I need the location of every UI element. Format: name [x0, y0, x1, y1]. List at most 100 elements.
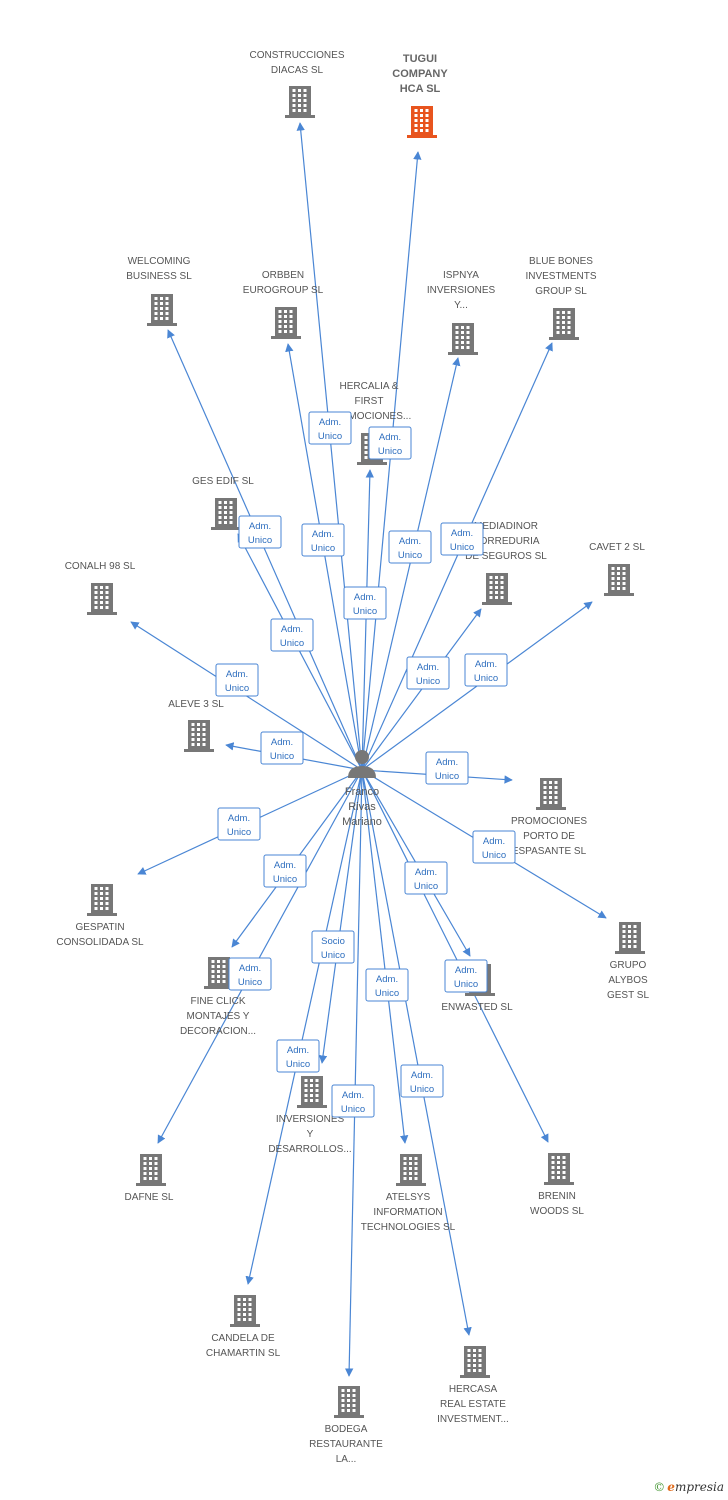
edge-construcciones	[296, 122, 363, 771]
relation-label-mediadinor: Adm. Unico	[406, 656, 450, 690]
relation-text: Adm.	[342, 1090, 364, 1101]
center-person[interactable]: Franco Rivas Mariano	[342, 750, 382, 828]
person-name-line-2: Rivas	[348, 801, 376, 813]
company-name-line: ALYBOS	[608, 975, 648, 986]
relation-text: Adm.	[281, 624, 303, 635]
company-name-line: INVESTMENTS	[525, 271, 596, 282]
relation-text: Adm.	[274, 860, 296, 871]
company-name-line: INVERSIONES	[427, 285, 496, 296]
company-name-line: HERCASA	[449, 1384, 498, 1395]
building-icon	[87, 884, 117, 916]
relation-text: Adm.	[417, 662, 439, 673]
building-icon	[271, 307, 301, 339]
relation-label-bodega: Adm.Unico	[331, 1084, 375, 1118]
company-name-line: EUROGROUP SL	[243, 285, 324, 296]
company-name-line: DAFNE SL	[125, 1192, 174, 1203]
relation-text: Unico	[450, 542, 474, 553]
company-node-cavet[interactable]: CAVET 2 SL	[589, 542, 645, 596]
company-node-bodega[interactable]: BODEGARESTAURANTELA...	[309, 1386, 383, 1465]
relation-text: Unico	[227, 827, 251, 838]
relation-text: Adm.	[415, 867, 437, 878]
relation-label-construcciones: Adm.Unico	[308, 411, 352, 445]
company-node-ispnya[interactable]: ISPNYAINVERSIONESY...	[427, 270, 496, 355]
relation-text: Unico	[416, 676, 440, 687]
company-name-line: GES EDIF SL	[192, 476, 254, 487]
relation-label-dafne: Adm.Unico	[228, 957, 272, 991]
relation-label-aleve: Adm.Unico	[260, 731, 304, 765]
building-icon	[407, 106, 437, 138]
relation-label-gesedif: Adm.Unico	[270, 618, 314, 652]
edge-hercalia	[361, 469, 374, 771]
relation-label-bluebones: Adm.Unico	[440, 522, 484, 556]
building-icon	[87, 583, 117, 615]
building-icon	[184, 720, 214, 752]
brand-e: e	[667, 1480, 675, 1494]
building-icon	[482, 573, 512, 605]
company-name-line: CANDELA DE	[211, 1333, 275, 1344]
person-icon	[348, 750, 376, 778]
relation-label-hercalia: Adm.Unico	[343, 586, 387, 620]
edge-dafne	[157, 769, 363, 1144]
company-name-line: TUGUI	[403, 53, 437, 65]
empresia-logo[interactable]: ©empresia	[653, 1480, 724, 1494]
company-node-tugui[interactable]: TUGUI COMPANY HCA SL	[392, 53, 448, 138]
edge-candela	[245, 769, 363, 1285]
brand-rest: mpresia	[674, 1480, 724, 1494]
edge-hercasa	[361, 769, 472, 1336]
edge-brenin	[361, 769, 549, 1143]
company-name-line: CONSTRUCCIONES	[249, 50, 344, 61]
company-node-conalh[interactable]: CONALH 98 SL	[65, 561, 136, 615]
company-name-line: GESPATIN	[75, 922, 124, 933]
building-icon	[147, 294, 177, 326]
company-node-dafne[interactable]: DAFNE SL	[125, 1154, 174, 1203]
relation-text: Unico	[311, 543, 335, 554]
relation-text: Unico	[378, 446, 402, 457]
company-name-line: BRENIN	[538, 1191, 576, 1202]
edge-tugui	[361, 151, 422, 771]
company-name-line: LA...	[336, 1454, 357, 1465]
company-name-line: PORTO DE	[523, 831, 575, 842]
company-name-line: CONALH 98 SL	[65, 561, 136, 572]
relation-label-fineclick: Adm.Unico	[263, 854, 307, 888]
relation-text: Unico	[286, 1059, 310, 1070]
relation-text: Unico	[321, 950, 345, 961]
building-icon	[536, 778, 566, 810]
company-node-gesedif[interactable]: GES EDIF SL	[192, 476, 254, 530]
company-node-aleve[interactable]: ALEVE 3 SL	[168, 699, 224, 752]
edge-gesedif	[237, 533, 363, 771]
company-name-line: HERCALIA &	[340, 381, 399, 392]
company-name-line: ENWASTED SL	[441, 1002, 513, 1013]
relation-text: Unico	[482, 850, 506, 861]
company-name-line: TECHNOLOGIES SL	[361, 1222, 456, 1233]
company-node-inversiones[interactable]: INVERSIONESYDESARROLLOS...	[268, 1076, 352, 1155]
company-node-gespatin[interactable]: GESPATIN CONSOLIDADA SL	[56, 884, 144, 948]
company-name-line: BUSINESS SL	[126, 271, 192, 282]
relation-text: Adm.	[475, 659, 497, 670]
company-name-line: HCA SL	[400, 83, 441, 95]
company-name-line: COMPANY	[392, 68, 448, 80]
relation-text: Adm.	[376, 974, 398, 985]
relation-text: Unico	[454, 979, 478, 990]
company-node-brenin[interactable]: BRENIN WOODS SL	[530, 1153, 584, 1217]
company-name-line: CONSOLIDADA SL	[56, 937, 144, 948]
relation-label-atelsys: Adm.Unico	[365, 968, 409, 1002]
relation-label-cavet: Adm.Unico	[464, 653, 508, 687]
building-icon	[136, 1154, 166, 1186]
relation-text: Adm.	[399, 536, 421, 547]
relation-label-ispnya: Adm.Unico	[388, 530, 432, 564]
company-name-line: WOODS SL	[530, 1206, 584, 1217]
company-name-line: MONTAJES Y	[187, 1011, 250, 1022]
